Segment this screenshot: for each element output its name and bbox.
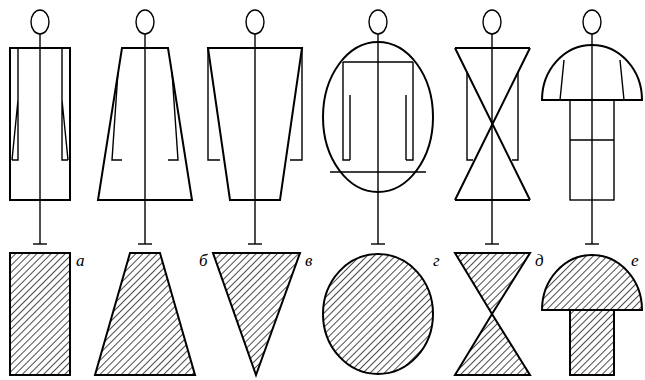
figure-letter: а [75, 252, 86, 269]
hatched-trapezoid [95, 253, 195, 375]
mushroom-silhouette [542, 45, 642, 200]
hatched-oval [323, 254, 433, 374]
hourglass-silhouette [455, 48, 530, 200]
hatched-rectangle [10, 253, 70, 375]
hatched-hourglass [455, 253, 530, 375]
figure-letter: в [304, 252, 313, 269]
trapezoid-silhouette [98, 48, 192, 200]
rectangle-silhouette [10, 48, 70, 200]
figure-letter: д [534, 252, 545, 269]
hatched-triangle [213, 253, 300, 375]
figure-axes [31, 10, 601, 244]
figure-letter: б [198, 252, 209, 269]
figure-letter: г [432, 252, 441, 269]
oval-silhouette [323, 42, 433, 192]
figure-letter: е [630, 252, 640, 269]
hatched-mushroom [542, 255, 642, 375]
inverted-trapezoid-silhouette [208, 48, 302, 200]
